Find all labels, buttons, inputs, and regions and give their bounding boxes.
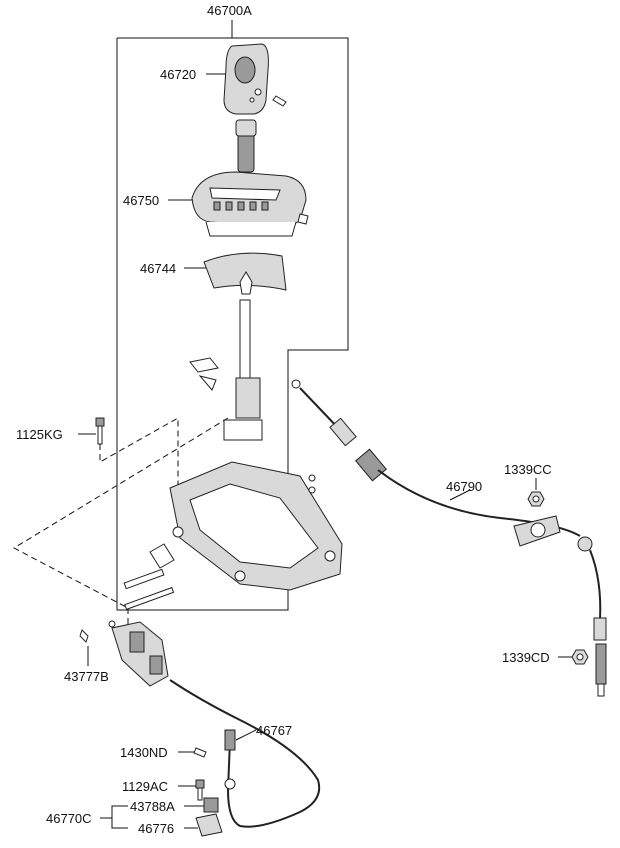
shift-indicator xyxy=(191,171,309,237)
label-1339cd: 1339CD xyxy=(502,650,550,665)
label-46700a: 46700A xyxy=(207,3,252,18)
key-lock-unit xyxy=(108,620,169,687)
bolt-1125kg xyxy=(95,417,105,445)
label-43777b: 43777B xyxy=(64,669,109,684)
label-46744: 46744 xyxy=(140,261,176,276)
label-43788a: 43788A xyxy=(130,799,175,814)
bracket-46776 xyxy=(195,813,223,837)
nut-1339cc xyxy=(527,491,545,507)
shift-knob xyxy=(223,43,287,115)
base-bracket xyxy=(123,461,343,611)
nut-1339cd xyxy=(571,649,589,665)
label-46720: 46720 xyxy=(160,67,196,82)
label-1129ac: 1129AC xyxy=(122,779,168,794)
clip-1430nd xyxy=(193,747,207,758)
knob-shaft xyxy=(235,119,257,173)
label-46767: 46767 xyxy=(256,723,292,738)
lock-assy-bracket xyxy=(111,805,128,829)
pin-43777b xyxy=(79,629,89,643)
label-1339cc: 1339CC xyxy=(504,462,552,477)
label-1430nd: 1430ND xyxy=(120,745,168,760)
screw-1129ac xyxy=(195,779,205,801)
solenoid-43788a xyxy=(203,797,219,813)
label-46790: 46790 xyxy=(446,479,482,494)
boot-cover xyxy=(203,252,287,295)
assembly-boundary xyxy=(116,20,349,611)
lever-shaft xyxy=(189,299,301,441)
label-46776: 46776 xyxy=(138,821,174,836)
shift-cable xyxy=(299,387,607,697)
label-46750: 46750 xyxy=(123,193,159,208)
label-1125kg: 1125KG xyxy=(16,427,63,442)
key-interlock-cable xyxy=(169,679,321,828)
label-46770c: 46770C xyxy=(46,811,92,826)
